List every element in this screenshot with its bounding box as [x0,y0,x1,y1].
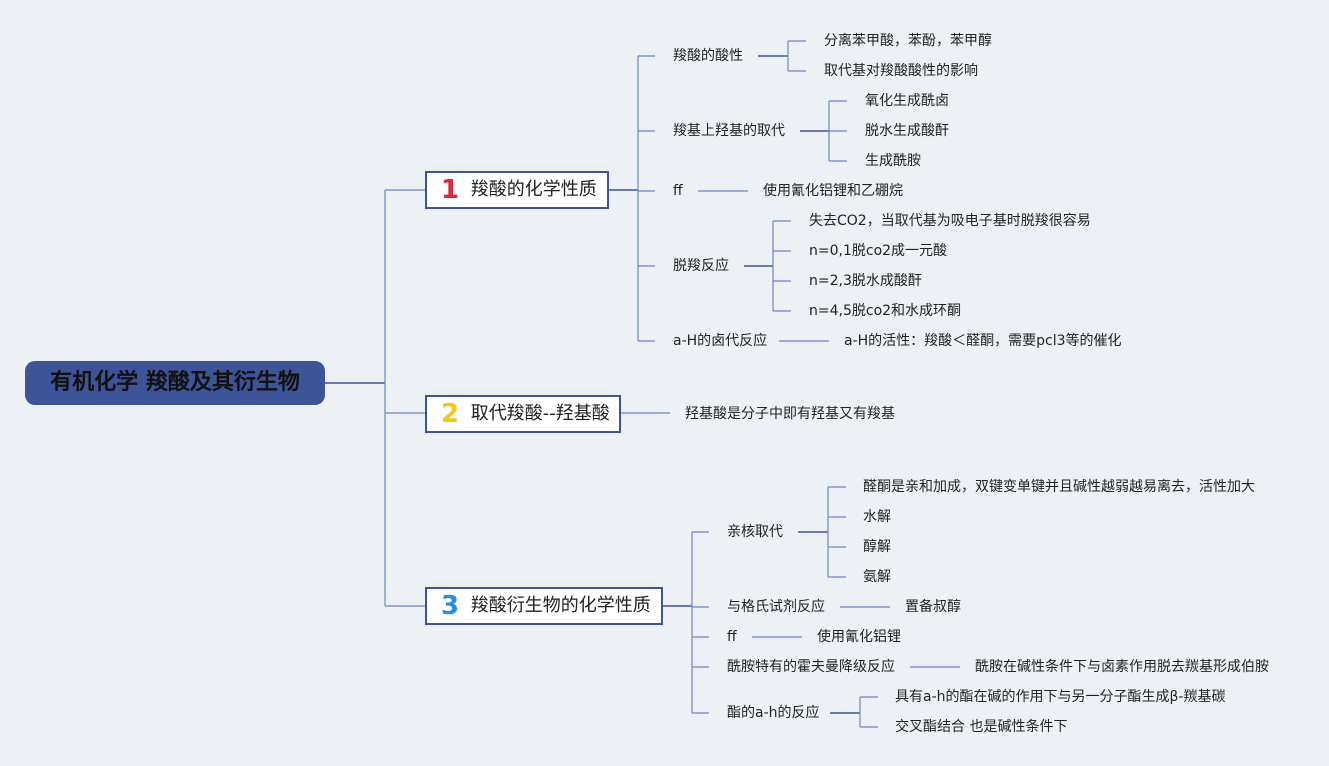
leaf-node[interactable]: 醛酮是亲和加成，双键变单键并且碱性越弱越易离去，活性加大 [863,479,1255,495]
leaf-node[interactable]: 水解 [863,509,891,525]
branch-2[interactable]: 2 取代羧酸--羟基酸 [425,395,621,433]
branch-label: 取代羧酸--羟基酸 [470,403,610,424]
connector-line [788,40,806,72]
topic-ff[interactable]: ff [673,183,683,199]
branch-label: 羧酸衍生物的化学性质 [470,595,651,616]
leaf-node[interactable]: 羟基酸是分子中即有羟基又有羧基 [685,406,895,422]
leaf-node[interactable]: 交叉酯结合 也是碱性条件下 [895,719,1068,735]
leaf-node[interactable]: 酰胺在碱性条件下与卤素作用脱去羰基形成伯胺 [975,659,1269,675]
topic-ester-alpha-h[interactable]: 酯的a-h的反应 [727,705,820,721]
branch-label: 羧酸的化学性质 [470,179,597,200]
connector-line [829,100,847,162]
connector-line [828,486,846,578]
leaf-node[interactable]: 具有a-h的酯在碱的作用下与另一分子酯生成β-羰基碳 [895,689,1226,705]
branch-1[interactable]: 1 羧酸的化学性质 [425,171,609,209]
branch-number: 3 [441,591,460,621]
topic-ff[interactable]: ff [727,629,737,645]
topic-decarboxylation[interactable]: 脱羧反应 [673,258,729,274]
leaf-node[interactable]: 取代基对羧酸酸性的影响 [824,63,978,79]
leaf-node[interactable]: 氨解 [863,569,891,585]
leaf-node[interactable]: 分离苯甲酸，苯酚，苯甲醇 [824,33,992,49]
topic-hydroxyl-substitution[interactable]: 羧基上羟基的取代 [673,123,785,139]
topic-alpha-halogenation[interactable]: a-H的卤代反应 [673,333,768,349]
leaf-node[interactable]: n=0,1脱co2成一元酸 [809,243,948,259]
branch-number: 1 [441,175,460,205]
topic-acidity[interactable]: 羧酸的酸性 [673,48,743,64]
branch-number: 2 [441,399,460,429]
leaf-node[interactable]: 氧化生成酰卤 [865,93,949,109]
leaf-node[interactable]: 醇解 [863,539,891,555]
leaf-node[interactable]: 置备叔醇 [905,599,961,615]
leaf-node[interactable]: 使用氰化铝锂 [817,629,901,645]
topic-hofmann[interactable]: 酰胺特有的霍夫曼降级反应 [727,659,895,675]
connector-line [860,696,878,728]
leaf-node[interactable]: 使用氰化铝锂和乙硼烷 [763,183,903,199]
leaf-node[interactable]: 脱水生成酸酐 [865,123,949,139]
leaf-node[interactable]: n=2,3脱水成酸酐 [809,273,922,289]
topic-nucleophilic-substitution[interactable]: 亲核取代 [727,524,783,540]
leaf-node[interactable]: a-H的活性：羧酸＜醛酮，需要pcl3等的催化 [844,333,1122,349]
branch-3[interactable]: 3 羧酸衍生物的化学性质 [425,587,663,625]
root-node[interactable]: 有机化学 羧酸及其衍生物 [25,361,325,405]
leaf-node[interactable]: n=4,5脱co2和水成环酮 [809,303,962,319]
leaf-node[interactable]: 生成酰胺 [865,153,921,169]
topic-grignard[interactable]: 与格氏试剂反应 [727,599,825,615]
connector-line [773,220,791,312]
leaf-node[interactable]: 失去CO2，当取代基为吸电子基时脱羧很容易 [809,213,1091,229]
